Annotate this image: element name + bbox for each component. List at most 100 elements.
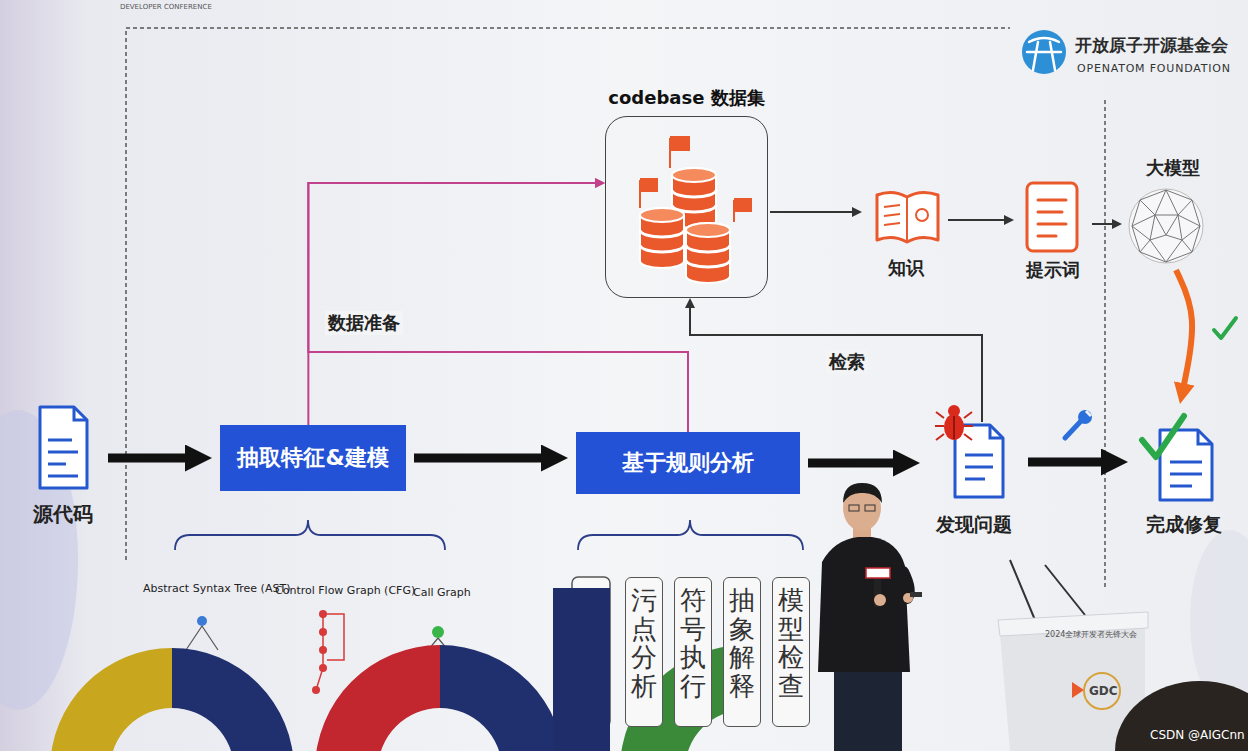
conference-logo [440,645,565,751]
flow-arrow [808,459,898,468]
call-graph-icon [432,626,444,638]
model-sphere [1132,190,1200,262]
database-icon [686,223,730,237]
wrench-icon [1086,411,1091,416]
flow-arrow [308,183,688,432]
source-document: 源代码 [26,400,100,528]
flow-arrow [1028,458,1106,467]
watermark: CSDN @AIGCnn [1150,728,1245,742]
podium [1010,560,1085,620]
flow-arrow [770,211,854,213]
audience-head [1115,681,1248,751]
conference-logo [50,648,172,751]
issue-document-icon [935,405,1003,497]
podium-logo: GDC [1089,684,1118,698]
conference-logo [172,648,294,751]
book-icon [877,192,938,242]
foundation-logo [1022,30,1066,74]
node-label: 大模型 [1146,156,1200,180]
process-label: 基于规则分析 [622,448,754,478]
database-icon [686,245,730,267]
flow-arrow [108,454,190,463]
graph-caption: Abstract Syntax Tree (AST) [143,582,290,595]
issue-document-icon [944,414,964,440]
method-label: 符号执行 [680,586,706,700]
document-icon [40,407,87,488]
book-icon [884,197,907,242]
audience-head [1115,681,1248,751]
edge-label: 数据准备 [325,311,403,335]
speaker [874,594,886,606]
podium [1072,682,1084,698]
document-icon [48,440,78,476]
document-icon [40,407,87,488]
flow-arrow [414,454,546,463]
database-icon [672,190,716,212]
node-label: 完成修复 [1146,512,1222,538]
issue-document-icon [955,425,1003,497]
knowledge-icon: 知识 [866,186,946,280]
logo-subtext: OPENATOM FOUNDATION [1077,62,1231,75]
cfg-icon [319,646,327,654]
check-mark [1214,318,1236,338]
book-icon [916,209,928,221]
method-label: 抽象解释 [729,586,755,700]
model-sphere [1129,189,1203,263]
speaker [849,505,859,511]
database-icon [670,136,690,151]
dataset-store: codebase 数据集 [605,86,768,298]
edge-label: 检索 [826,350,868,374]
prompt-icon [1027,183,1077,251]
book-icon [877,192,938,242]
database-icon [640,178,658,192]
fixed-document-icon [1142,416,1212,500]
wrench-icon [1065,421,1081,438]
node-label: 发现问题 [936,512,1012,538]
prompt-icon [1038,200,1066,236]
document-icon [74,407,87,420]
speaker [818,483,922,751]
method-label: 污点分析 [631,586,657,700]
cfg-icon [312,686,320,694]
process-box: 抽取特征&建模 [220,425,406,491]
speaker [865,505,875,511]
issue-document-icon [953,416,955,439]
flow-arrow [308,183,597,425]
dataset-box [605,116,768,298]
podium-text: 2024全球开发者先锋大会 [1045,629,1137,640]
model-icon: 大模型 [1124,156,1222,266]
bracket [578,520,803,550]
bracket [175,520,803,550]
conference-logo [553,588,610,751]
curved-arrow [1176,270,1192,388]
database-icon [640,208,684,222]
database-icon [640,208,684,268]
cfg-icon [319,628,327,636]
fixed-document: 完成修复 [1136,408,1232,538]
issue-document-icon [990,425,1003,438]
process-box: 基于规则分析 [576,432,800,494]
graph-caption: Control Flow Graph (CFG) [275,584,415,597]
cfg-icon [316,614,344,690]
model-sphere [1129,189,1203,263]
ast-icon [186,616,218,650]
bracket [175,520,445,550]
node-label: 提示词 [1026,258,1080,282]
graph-caption: Call Graph [413,586,471,599]
check-mark [1214,318,1236,338]
speaker [843,483,882,503]
fixed-document-icon [1198,430,1212,444]
prompt-icon [1027,183,1077,251]
cfg-icon [312,610,344,694]
foundation-logo [1022,30,1066,74]
dashed-frame [126,28,1105,590]
speaker [834,660,902,751]
node-label: 知识 [888,256,924,280]
fixed-document-icon [1170,462,1202,486]
prompt-icon: 提示词 [1016,180,1090,282]
foundation-logo [1027,38,1061,70]
method-column: 抽象解释 [723,577,761,727]
wrench-icon [1078,410,1092,424]
